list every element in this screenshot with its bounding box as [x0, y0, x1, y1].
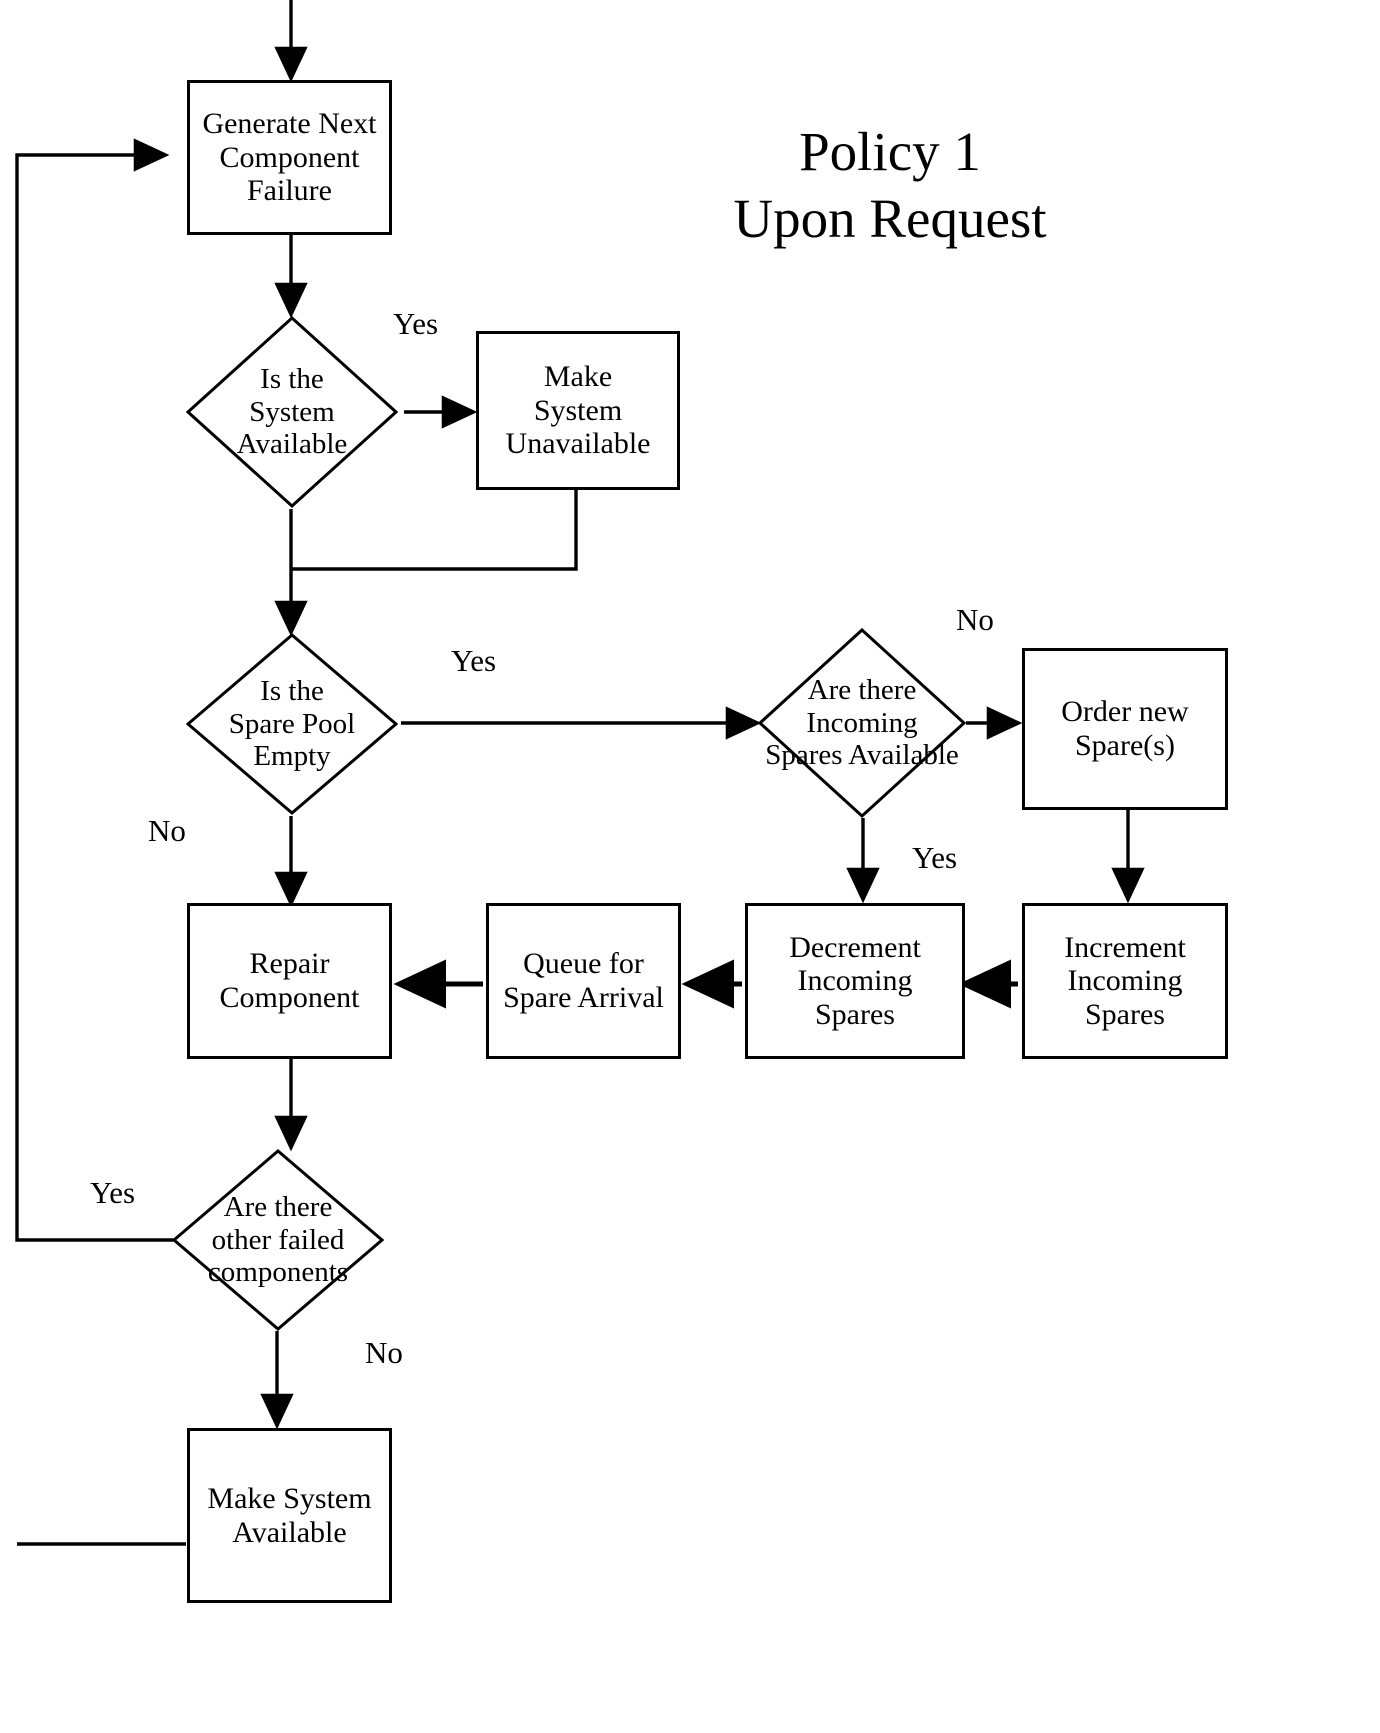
node-generate-next-component-failure[interactable]: Generate Next Component Failure — [187, 80, 392, 235]
node-label: Order new Spare(s) — [1061, 695, 1189, 762]
node-increment-incoming-spares[interactable]: Increment Incoming Spares — [1022, 903, 1228, 1059]
node-label: Make System Available — [207, 1481, 372, 1549]
node-order-new-spares[interactable]: Order new Spare(s) — [1022, 648, 1228, 810]
edge-label-spare-pool-empty-yes: Yes — [451, 643, 497, 678]
node-make-system-available[interactable]: Make System Available — [187, 1428, 392, 1603]
edge-label-other-failed-yes: Yes — [90, 1175, 136, 1210]
node-decrement-incoming-spares[interactable]: Decrement Incoming Spares — [745, 903, 965, 1059]
node-label: Decrement Incoming Spares — [789, 930, 921, 1031]
node-label: Make System Unavailable — [505, 360, 651, 461]
node-label: Repair Component — [219, 947, 360, 1014]
wire-other-failed-yes — [15, 138, 178, 1242]
edge-label-spare-pool-empty-no: No — [148, 813, 186, 848]
node-queue-for-spare-arrival[interactable]: Queue for Spare Arrival — [486, 903, 681, 1059]
node-are-incoming-spares-available[interactable]: Are there Incoming Spares Available — [758, 628, 966, 818]
node-repair-component[interactable]: Repair Component — [187, 903, 392, 1059]
edge-label-other-failed-no: No — [365, 1335, 403, 1370]
diamond-shape — [172, 1149, 384, 1331]
diamond-shape — [186, 633, 398, 815]
node-label: Are there other failed components — [207, 1191, 349, 1289]
node-are-other-failed-components[interactable]: Are there other failed components — [172, 1149, 384, 1331]
edge-label-system-available-yes: Yes — [393, 306, 439, 341]
edge-label-incoming-spares-yes: Yes — [912, 840, 958, 875]
node-label: Is the System Available — [236, 363, 348, 461]
node-is-system-available[interactable]: Is the System Available — [186, 316, 398, 508]
diagram-title: Policy 1 Upon Request — [733, 121, 1047, 250]
node-make-system-unavailable[interactable]: Make System Unavailable — [476, 331, 680, 490]
node-is-spare-pool-empty[interactable]: Is the Spare Pool Empty — [186, 633, 398, 815]
node-label: Increment Incoming Spares — [1064, 930, 1186, 1031]
node-label: Is the Spare Pool Empty — [228, 675, 356, 773]
diamond-shape — [758, 628, 966, 818]
node-label: Queue for Spare Arrival — [503, 947, 664, 1014]
node-label: Generate Next Component Failure — [202, 107, 377, 208]
node-label: Are there Incoming Spares Available — [765, 674, 959, 772]
edge-label-incoming-spares-no: No — [956, 602, 994, 637]
